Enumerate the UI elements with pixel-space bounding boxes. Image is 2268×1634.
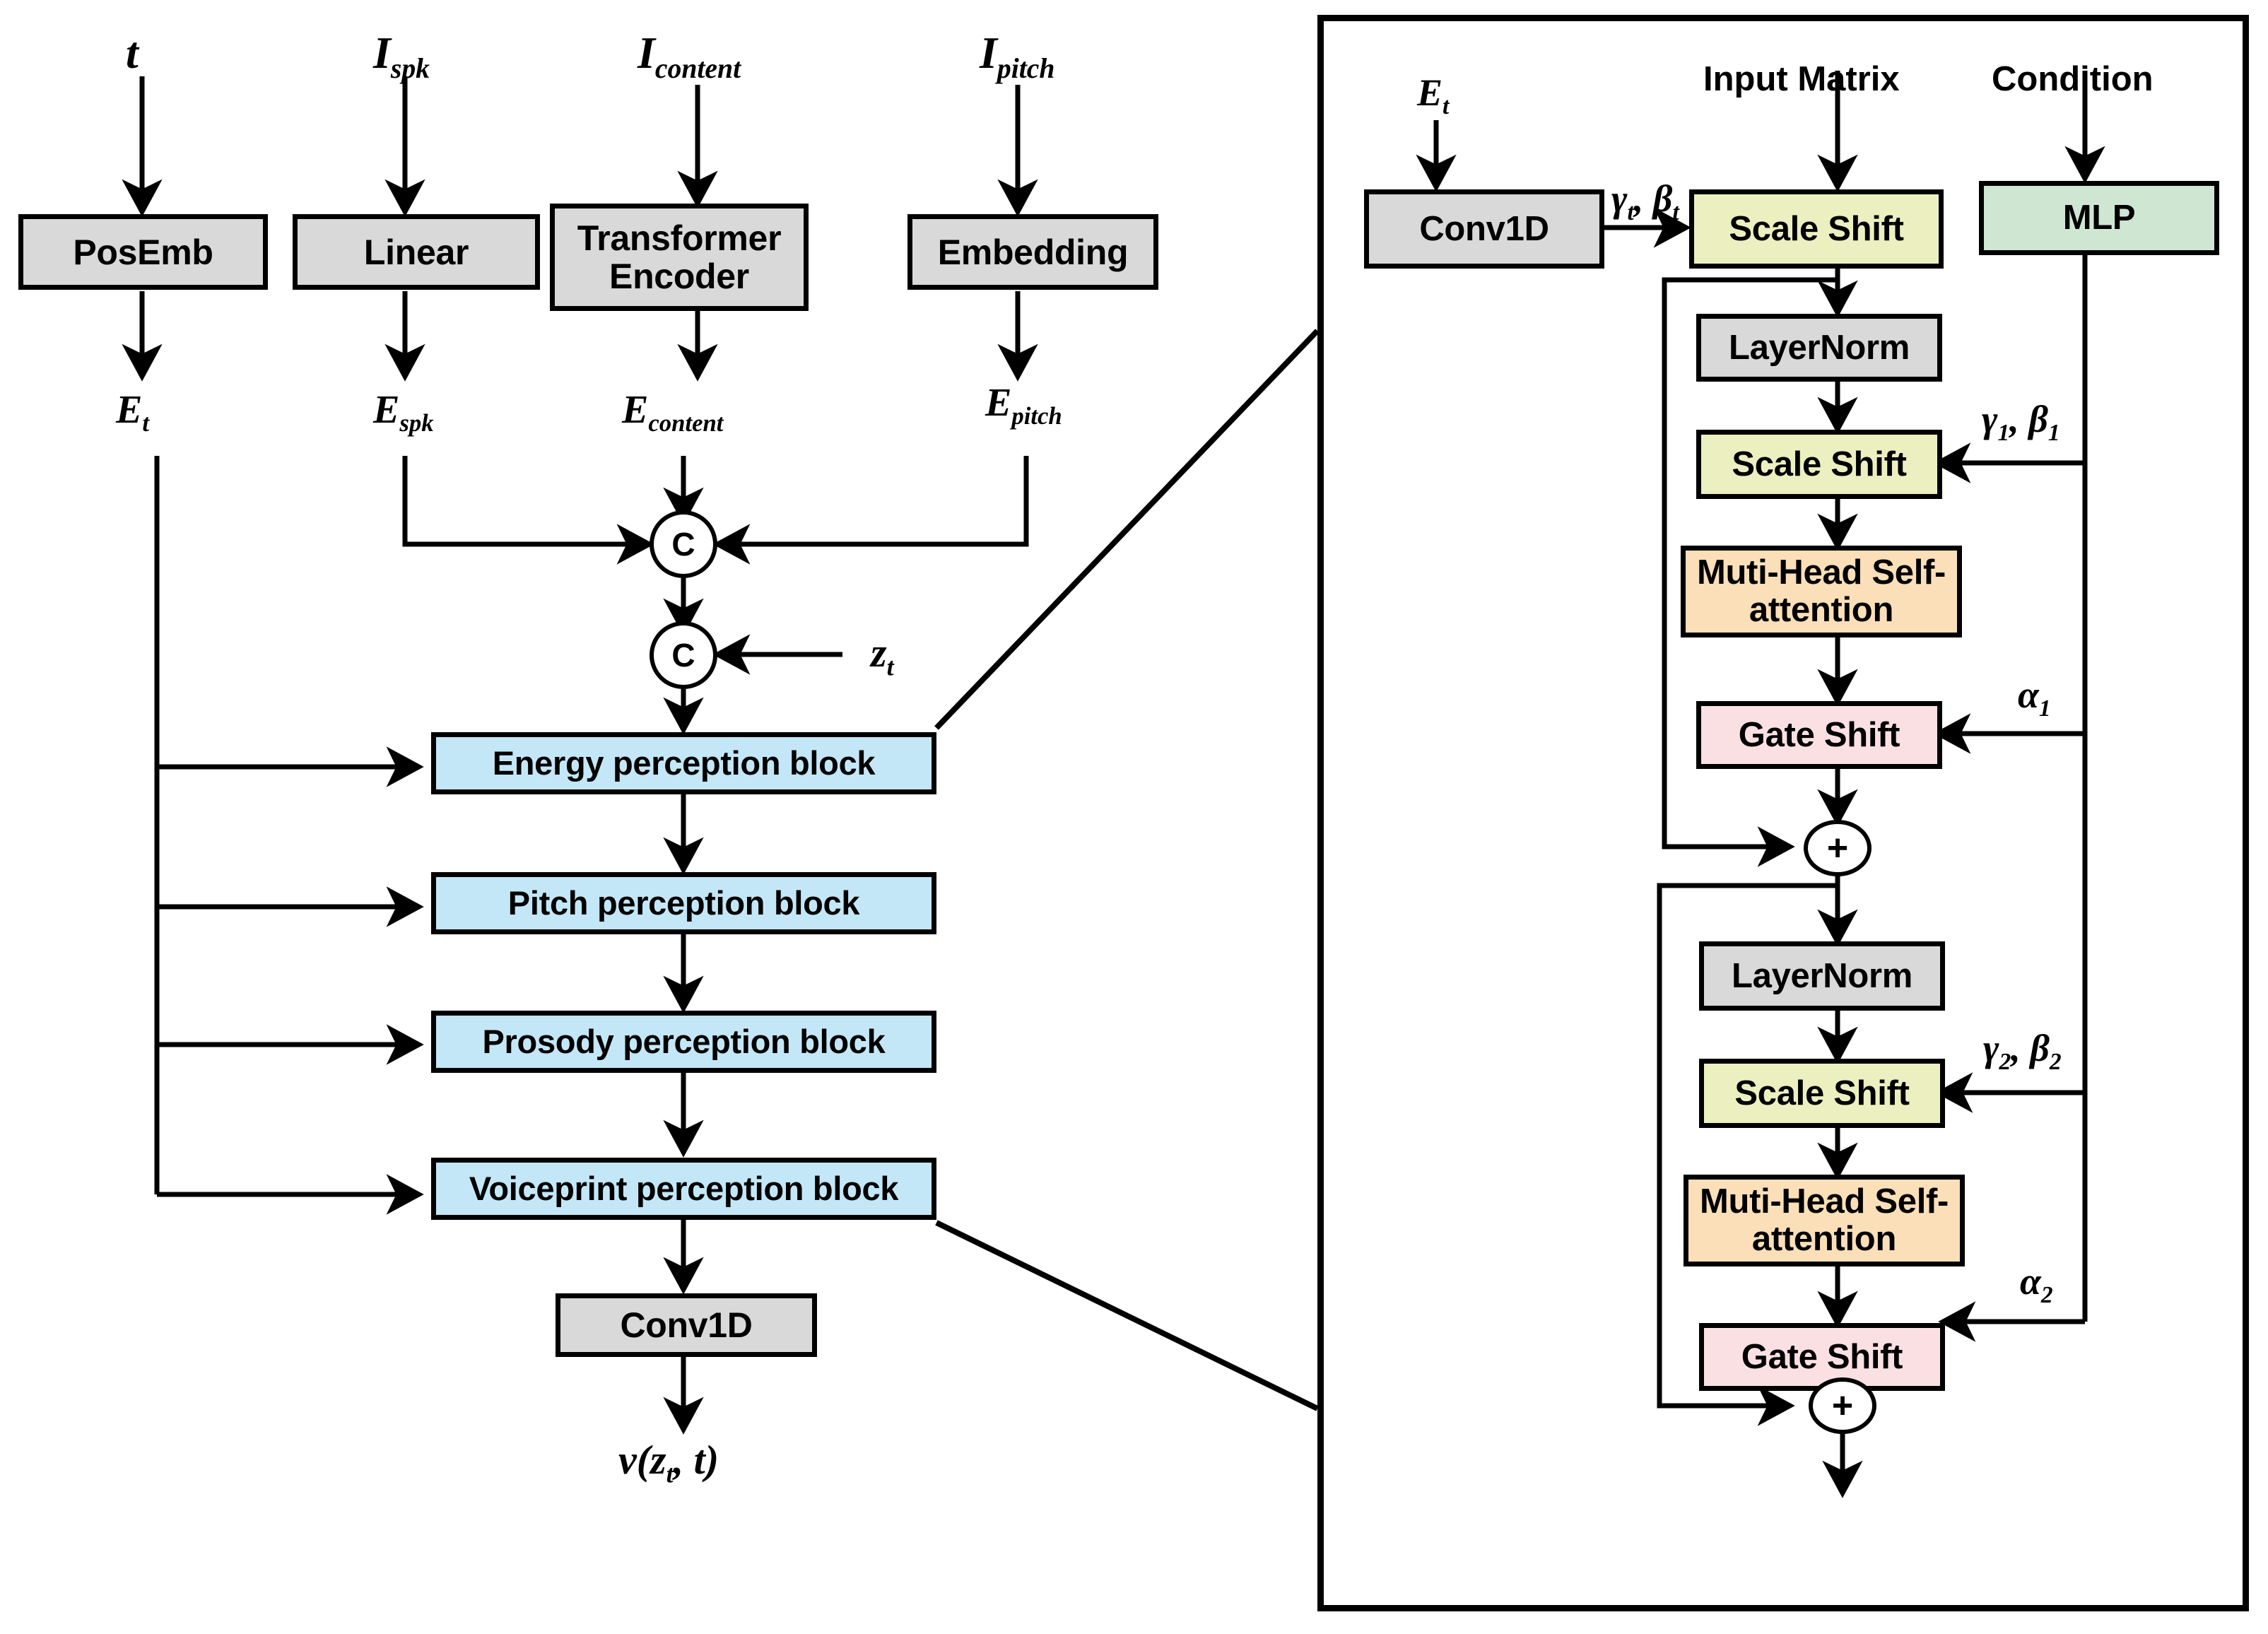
block-prosody-perception[interactable]: Prosody perception block (431, 1011, 936, 1073)
residual-add-2[interactable]: + (1809, 1377, 1876, 1434)
modulation-label-gamma-beta-1: γ1, β1 (1982, 398, 2060, 446)
block-attention-1[interactable]: Muti-Head Self-attention (1681, 546, 1962, 637)
detail-panel-frame (1317, 15, 2249, 1611)
block-linear[interactable]: Linear (293, 214, 540, 290)
block-attention-2[interactable]: Muti-Head Self-attention (1684, 1175, 1965, 1266)
block-scale-shift-1[interactable]: Scale Shift (1696, 430, 1942, 499)
block-layernorm-1[interactable]: LayerNorm (1696, 314, 1942, 382)
block-pitch-perception[interactable]: Pitch perception block (431, 872, 936, 934)
modulation-label-gamma-beta-t: γt, βt (1611, 177, 1679, 225)
concat-operator-1[interactable]: C (650, 510, 717, 578)
concat-operator-2[interactable]: C (650, 621, 717, 689)
modulation-label-alpha-1: α1 (2018, 674, 2051, 722)
block-scale-shift-t[interactable]: Scale Shift (1689, 189, 1944, 269)
block-transformer-encoder[interactable]: Transformer Encoder (550, 204, 809, 311)
block-gate-shift-1[interactable]: Gate Shift (1696, 701, 1942, 769)
block-voiceprint-perception[interactable]: Voiceprint perception block (431, 1158, 936, 1220)
output-label-velocity: v(zt, t) (618, 1437, 719, 1488)
input-label-icontent: Icontent (637, 28, 741, 84)
embedding-label-econtent: Econtent (622, 388, 724, 437)
block-gate-shift-2[interactable]: Gate Shift (1699, 1323, 1945, 1391)
input-label-ipitch: Ipitch (980, 28, 1055, 84)
modulation-label-gamma-beta-2: γ2, β2 (1983, 1027, 2062, 1075)
block-energy-perception[interactable]: Energy perception block (431, 732, 936, 794)
residual-add-1[interactable]: + (1804, 820, 1872, 876)
block-output-conv1d[interactable]: Conv1D (556, 1293, 817, 1357)
input-label-t: t (126, 28, 139, 78)
header-condition: Condition (1992, 60, 2154, 98)
block-mlp[interactable]: MLP (1979, 181, 2219, 255)
noise-input-label-zt: zt (871, 630, 894, 681)
block-scale-shift-2[interactable]: Scale Shift (1699, 1059, 1945, 1128)
modulation-label-alpha-2: α2 (2020, 1260, 2053, 1308)
input-label-ispk: Ispk (373, 28, 430, 84)
block-posemb[interactable]: PosEmb (18, 214, 268, 290)
embedding-label-espk: Espk (373, 388, 434, 437)
embedding-label-epitch: Epitch (985, 381, 1062, 430)
block-conv1d-time[interactable]: Conv1D (1364, 189, 1604, 269)
block-embedding[interactable]: Embedding (907, 214, 1158, 290)
embedding-label-et: Et (116, 388, 150, 437)
block-layernorm-2[interactable]: LayerNorm (1699, 941, 1945, 1011)
right-panel-label-et: Et (1417, 71, 1450, 119)
header-input-matrix: Input Matrix (1703, 60, 1900, 98)
